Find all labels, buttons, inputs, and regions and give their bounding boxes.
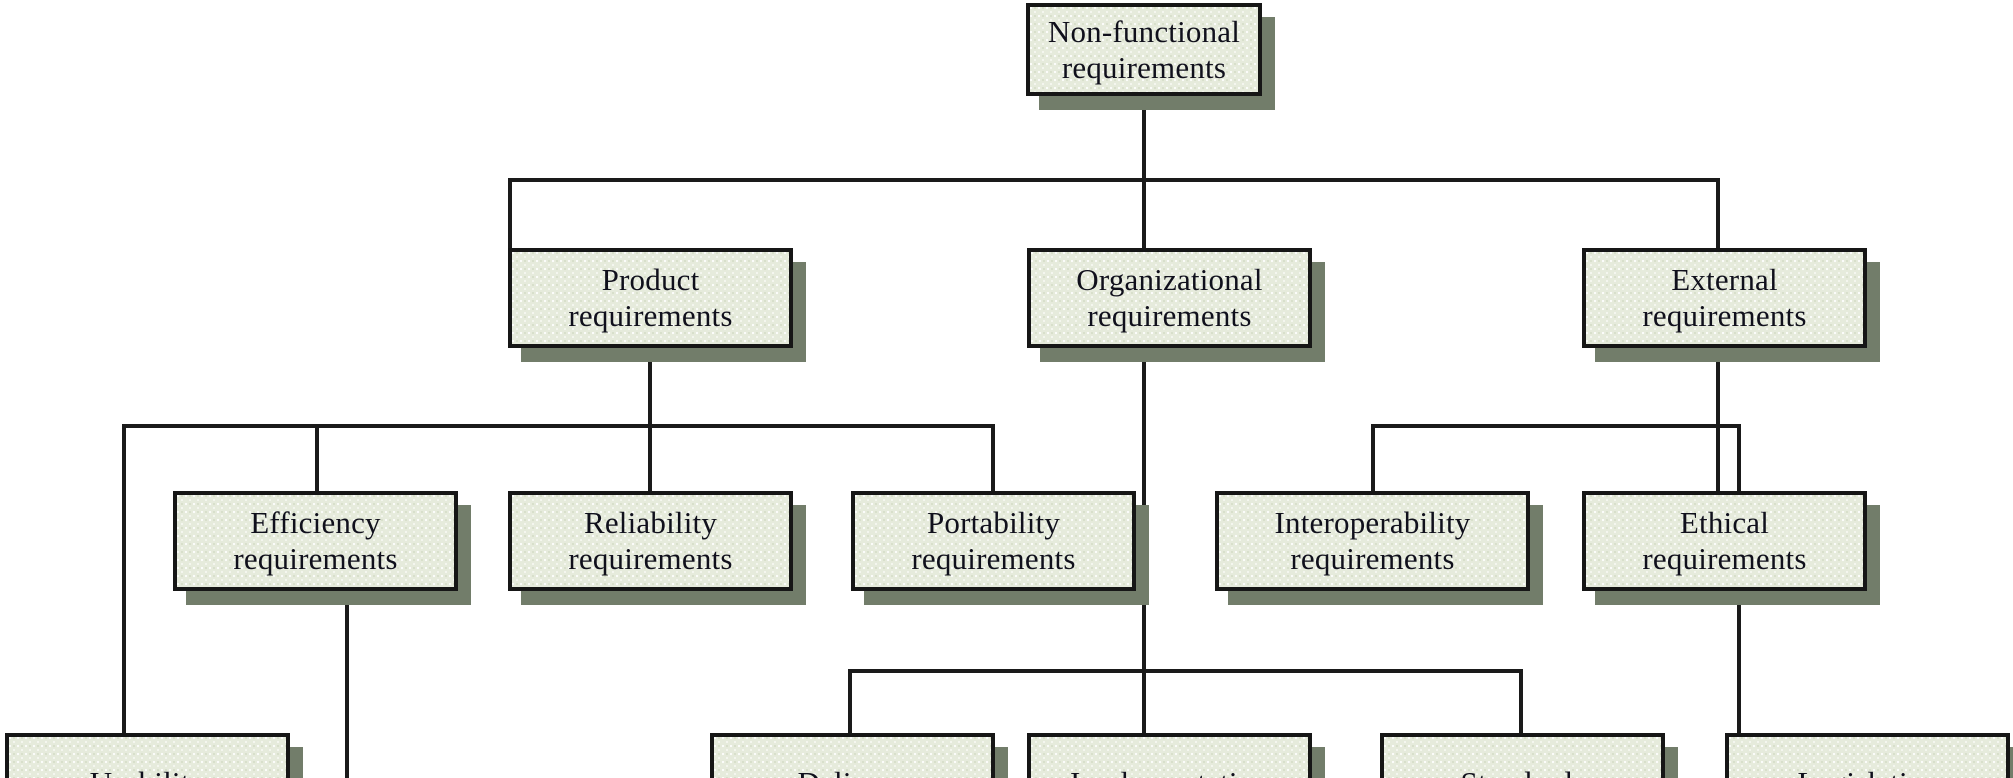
edge-product-bus <box>122 424 995 428</box>
node-face: Standards <box>1380 733 1665 778</box>
node-face: Legislative <box>1725 733 2010 778</box>
node-face: Usability <box>5 733 290 778</box>
edge-product-stem <box>648 348 652 428</box>
node-label-line: requirements <box>1290 541 1455 576</box>
edge-to-reliability <box>648 424 652 494</box>
node-usability[interactable]: Usability <box>5 733 303 778</box>
edge-external-stem <box>1716 348 1720 428</box>
node-face: Delivery <box>710 733 995 778</box>
node-label-line: Implementation <box>1070 765 1269 778</box>
edge-efficiency-stem <box>345 591 349 778</box>
node-face: Product requirements <box>508 248 793 348</box>
node-standards[interactable]: Standards <box>1380 733 1678 778</box>
node-non-functional-requirements[interactable]: Non-functional requirements <box>1026 3 1275 110</box>
node-label-line: Portability <box>926 505 1061 541</box>
edge-to-usability-drop <box>122 424 126 739</box>
node-face: Reliability requirements <box>508 491 793 591</box>
node-label-line: requirements <box>568 298 733 333</box>
node-face: Non-functional requirements <box>1026 3 1262 96</box>
node-face: Interoperability requirements <box>1215 491 1530 591</box>
node-implementation[interactable]: Implementation <box>1027 733 1325 778</box>
node-efficiency-requirements[interactable]: Efficiency requirements <box>173 491 471 605</box>
edge-to-product <box>508 178 512 250</box>
edge-to-implementation <box>1142 669 1146 739</box>
node-label-line: Legislative <box>1798 765 1938 778</box>
edge-to-external <box>1716 178 1720 250</box>
node-legislative[interactable]: Legislative <box>1725 733 2013 778</box>
node-face: Organizational requirements <box>1027 248 1312 348</box>
node-label-line: Non-functional <box>1047 13 1241 49</box>
node-label-line: Efficiency <box>250 505 381 541</box>
node-label-line: Delivery <box>797 765 907 778</box>
node-portability-requirements[interactable]: Portability requirements <box>851 491 1149 605</box>
edge-to-organizational <box>1142 178 1146 250</box>
node-face: Ethical requirements <box>1582 491 1867 591</box>
edge-to-delivery <box>848 669 852 739</box>
edge-to-portability <box>991 424 995 494</box>
node-label-line: requirements <box>233 541 398 576</box>
edge-organizational-bus <box>848 669 1523 673</box>
node-label-line: Ethical <box>1679 505 1770 541</box>
node-label-line: Interoperability <box>1274 505 1471 541</box>
node-label-line: Standards <box>1460 765 1584 778</box>
node-reliability-requirements[interactable]: Reliability requirements <box>508 491 806 605</box>
node-label-line: Reliability <box>583 505 718 541</box>
node-product-requirements[interactable]: Product requirements <box>508 248 806 362</box>
node-face: Implementation <box>1027 733 1312 778</box>
node-label-line: requirements <box>1061 49 1227 85</box>
node-label-line: requirements <box>911 541 1076 576</box>
node-label-line: requirements <box>1087 298 1252 333</box>
edge-to-ethical <box>1716 424 1720 494</box>
node-external-requirements[interactable]: External requirements <box>1582 248 1880 362</box>
node-label-line: requirements <box>1642 298 1807 333</box>
node-label-line: Organizational <box>1076 262 1263 298</box>
edge-nfr-stem <box>1142 96 1146 182</box>
edge-to-interoperability <box>1371 424 1375 494</box>
edge-level1-bus <box>508 178 1720 182</box>
node-ethical-requirements[interactable]: Ethical requirements <box>1582 491 1880 605</box>
edge-to-efficiency <box>315 424 319 494</box>
node-interoperability-requirements[interactable]: Interoperability requirements <box>1215 491 1543 605</box>
node-label-line: requirements <box>1642 541 1807 576</box>
edge-to-standards <box>1519 669 1523 739</box>
node-label-line: requirements <box>568 541 733 576</box>
node-face: Efficiency requirements <box>173 491 458 591</box>
node-label-line: Usability <box>90 765 205 778</box>
node-label-line: Product <box>601 262 700 298</box>
edge-external-bus <box>1371 424 1741 428</box>
node-delivery[interactable]: Delivery <box>710 733 1008 778</box>
node-face: Portability requirements <box>851 491 1136 591</box>
node-face: External requirements <box>1582 248 1867 348</box>
node-organizational-requirements[interactable]: Organizational requirements <box>1027 248 1325 362</box>
node-label-line: External <box>1671 262 1778 298</box>
